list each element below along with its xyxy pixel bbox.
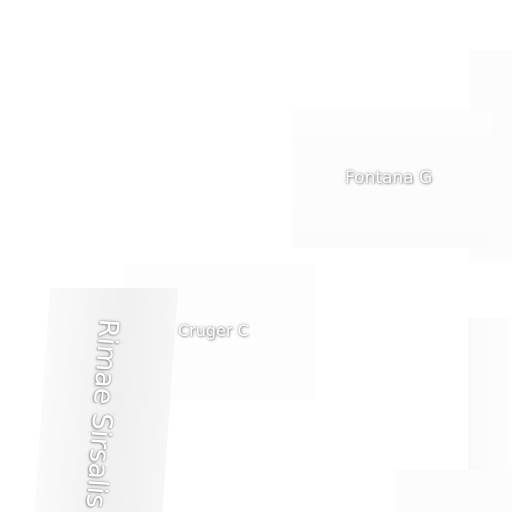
crater-label-cruger-c: Cruger C <box>178 321 249 340</box>
map-tile <box>395 470 512 512</box>
map-tile <box>292 110 492 248</box>
crater-label-fontana-g: Fontana G <box>345 168 433 188</box>
